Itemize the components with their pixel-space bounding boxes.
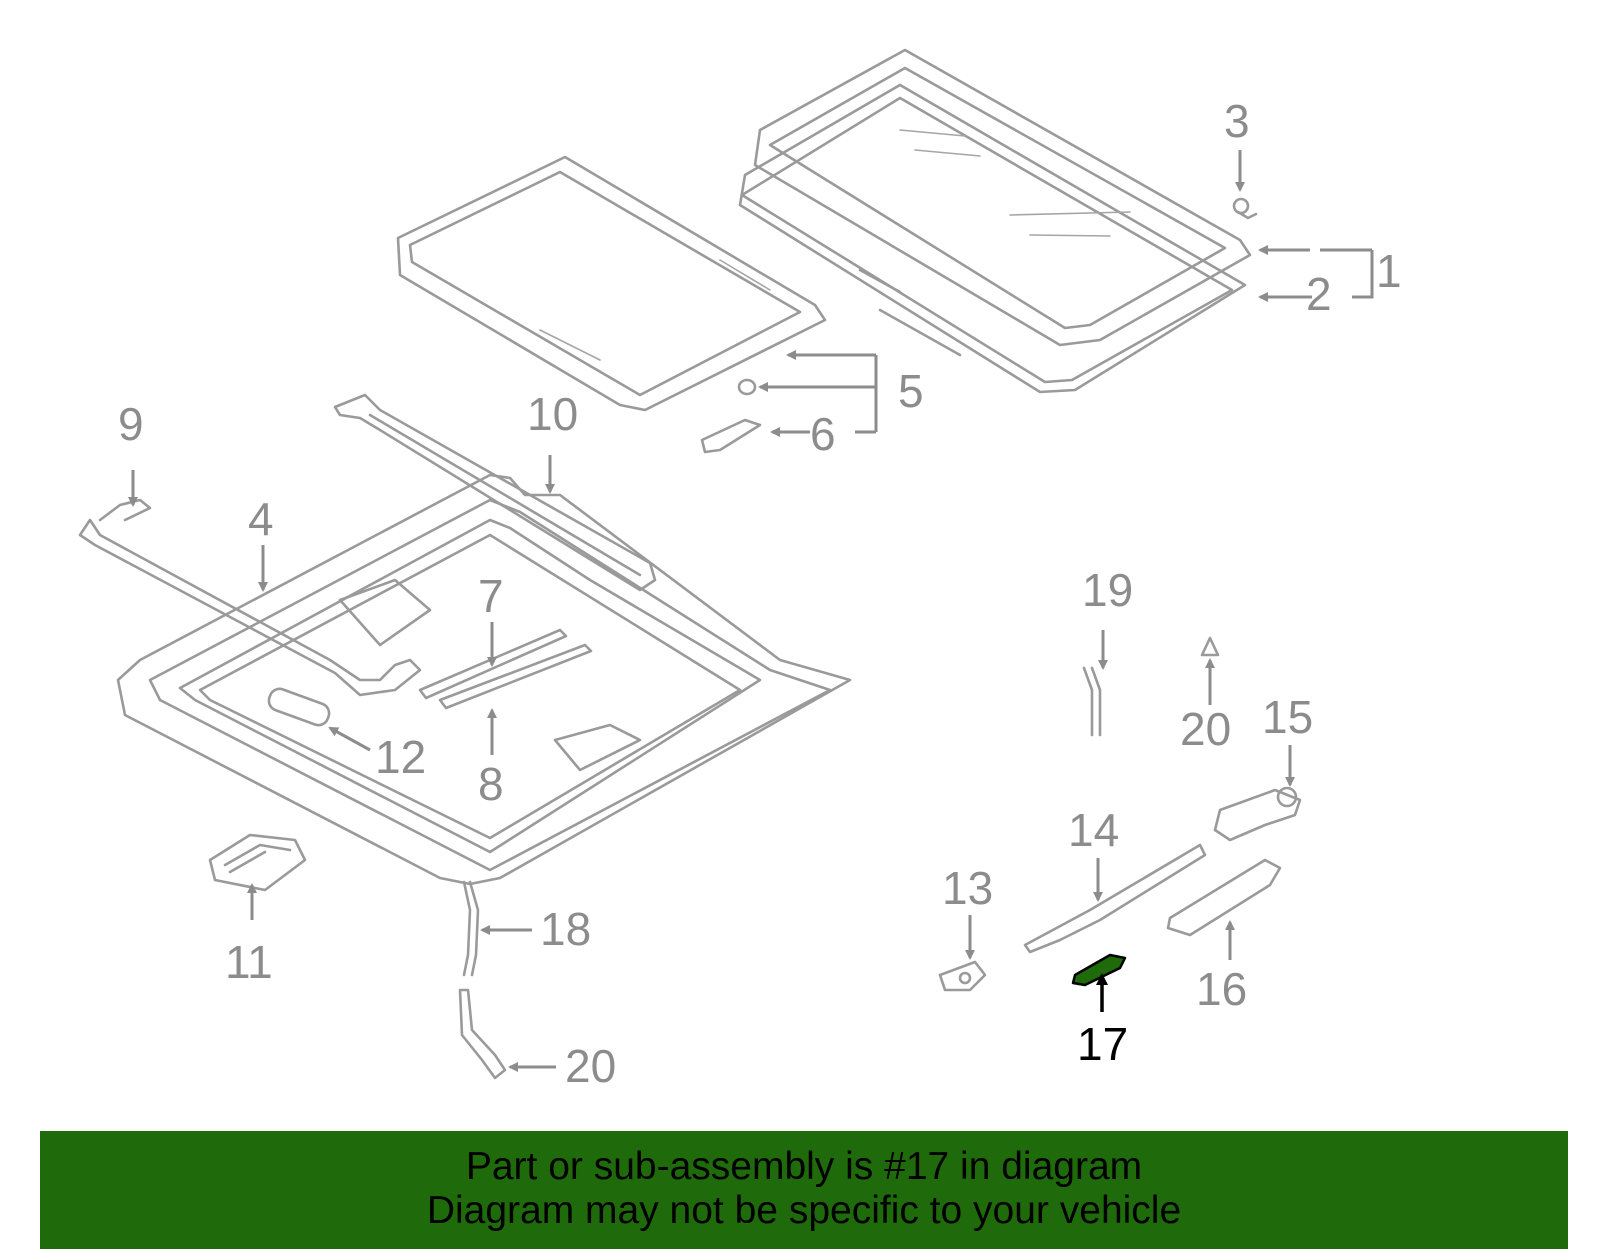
callout-17: 17 [1077, 1018, 1128, 1070]
callout-16: 16 [1196, 963, 1247, 1015]
callout-10: 10 [527, 388, 578, 440]
banner-line-1: Part or sub-assembly is #17 in diagram [465, 1145, 1143, 1188]
info-banner: Part or sub-assembly is #17 in diagram D… [40, 1131, 1568, 1249]
callout-8: 8 [478, 758, 504, 810]
clip-part[interactable] [1200, 636, 1220, 657]
callout-2: 2 [1306, 268, 1332, 320]
callout-1: 1 [1376, 245, 1402, 297]
glass-panel-part[interactable] [738, 48, 1252, 394]
banner-line-2: Diagram may not be specific to your vehi… [426, 1189, 1182, 1232]
callout-20-left: 20 [565, 1040, 616, 1092]
callout-19: 19 [1082, 564, 1133, 616]
drain-hose-part[interactable] [458, 880, 507, 1080]
callout-7: 7 [478, 570, 504, 622]
hose-part[interactable] [1082, 666, 1102, 737]
callout-11: 11 [225, 936, 273, 988]
callout-labels: 1 2 3 4 5 6 7 8 9 10 11 12 13 14 15 16 1… [118, 95, 1402, 1092]
retainer-part[interactable] [938, 960, 987, 992]
callout-6: 6 [810, 408, 836, 460]
callout-14: 14 [1068, 804, 1119, 856]
cover-part[interactable] [266, 686, 332, 728]
arm-part[interactable] [1166, 858, 1282, 937]
callout-9: 9 [118, 398, 144, 450]
leader-lines [128, 150, 1374, 1072]
callout-20-right: 20 [1180, 703, 1231, 755]
link-part[interactable] [1023, 843, 1207, 954]
bracket-part[interactable] [1213, 786, 1302, 842]
callout-13: 13 [942, 862, 993, 914]
parts-diagram: 1 2 3 4 5 6 7 8 9 10 11 12 13 14 15 16 1… [78, 48, 1402, 1092]
callout-18: 18 [540, 903, 591, 955]
bolt-part[interactable] [1232, 197, 1258, 220]
front-rail-part[interactable] [333, 393, 657, 592]
callout-12: 12 [375, 731, 426, 783]
callout-4: 4 [248, 493, 274, 545]
sunshade-part[interactable] [396, 155, 827, 454]
callout-3: 3 [1224, 95, 1250, 147]
sunroof-frame-part[interactable] [116, 473, 852, 886]
guide-rails-part[interactable] [418, 628, 593, 710]
callout-15: 15 [1262, 691, 1313, 743]
motor-part[interactable] [208, 833, 307, 892]
highlighted-part-17[interactable] [1071, 953, 1127, 987]
cable-part[interactable] [78, 498, 422, 697]
callout-5: 5 [898, 365, 924, 417]
